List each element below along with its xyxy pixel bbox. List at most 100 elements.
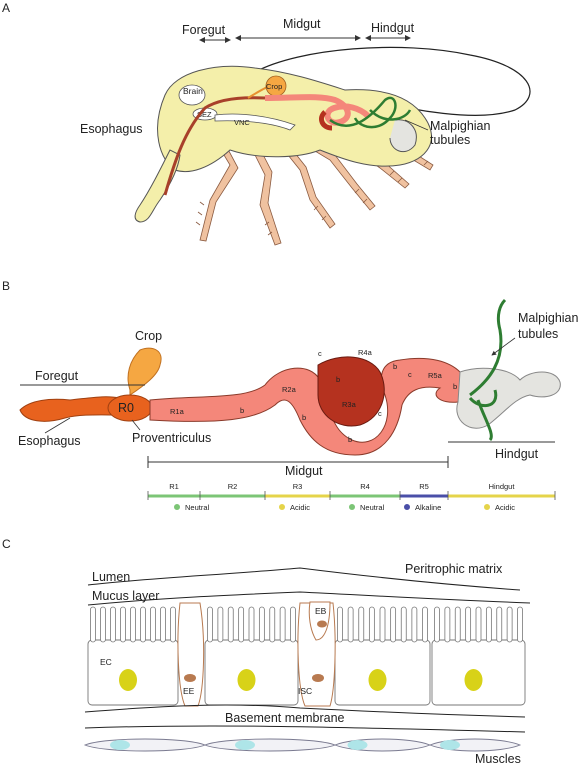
malpighian-pointer-b: [491, 337, 516, 356]
region-label: R3: [293, 482, 303, 491]
seg-b5: b: [393, 362, 397, 371]
microvillus: [379, 606, 386, 643]
hindgut-label-b: Hindgut: [495, 447, 539, 461]
malpighian-tubules-b: [468, 298, 507, 442]
microvillus: [337, 606, 343, 643]
ph-label: Alkaline: [415, 503, 441, 512]
microvillus: [290, 606, 296, 643]
microvillus: [140, 606, 146, 643]
mucus-label: Mucus layer: [92, 589, 159, 603]
microvillus: [100, 606, 106, 643]
panel-a-label: A: [2, 1, 10, 15]
esophagus-label-a: Esophagus: [80, 122, 143, 136]
foregut-b: [19, 396, 121, 422]
region-label: R1: [169, 482, 179, 491]
microvillus: [150, 606, 156, 643]
seg-r1a: R1a: [170, 407, 185, 416]
ec-nucleus: [368, 669, 387, 691]
muscle-nucleus: [440, 740, 460, 750]
lumen-label: Lumen: [92, 570, 130, 584]
basement-label: Basement membrane: [225, 711, 345, 725]
seg-b2: b: [302, 413, 306, 422]
microvillus: [160, 606, 166, 643]
esophagus-label-b: Esophagus: [18, 434, 81, 448]
midgut-label-a: Midgut: [283, 17, 321, 31]
eb-label: EB: [315, 606, 327, 616]
eb-nucleus: [317, 620, 327, 628]
ec-nucleus: [237, 669, 256, 691]
ph-label: Acidic: [495, 503, 515, 512]
mucus-layer: [87, 591, 531, 606]
vnc-label: VNC: [234, 118, 250, 127]
midgut-label-b: Midgut: [285, 464, 323, 478]
microvillus: [517, 606, 523, 643]
isc-label: ISC: [298, 686, 312, 696]
fly-body: [157, 65, 432, 173]
foregut-label-a: Foregut: [182, 23, 226, 37]
panel-b-label: B: [2, 279, 10, 293]
epithelium: [87, 601, 526, 707]
brain-label: Brain: [183, 86, 203, 96]
microvillus: [496, 606, 503, 643]
panel-c-label: C: [2, 537, 11, 551]
microvillus: [411, 606, 418, 643]
region-label: R4: [360, 482, 370, 491]
seg-c3: c: [408, 370, 412, 379]
seg-r5a: R5a: [428, 371, 443, 380]
muscle-fiber: [83, 738, 207, 752]
microvillus: [506, 606, 513, 643]
foregut-label-b: Foregut: [35, 369, 79, 383]
esophagus-tube: [163, 96, 266, 196]
hindgut-a: [389, 119, 417, 153]
seg-r2a: R2a: [282, 385, 297, 394]
seg-r3a: R3a: [342, 400, 357, 409]
microvillus: [217, 606, 224, 643]
seg-b6: b: [453, 382, 457, 391]
proventriculus-pointer: [131, 419, 141, 431]
hindgut-label-a: Hindgut: [371, 21, 415, 35]
muscle-fiber: [203, 738, 337, 752]
microvillus: [390, 606, 397, 643]
malpighian-label-a1: Malpighian: [430, 119, 491, 133]
microvillus: [400, 606, 407, 643]
muscle-nucleus: [347, 740, 368, 750]
microvillus: [238, 606, 245, 643]
microvillus: [227, 606, 234, 643]
muscles-label: Muscles: [475, 752, 521, 765]
microvillus: [170, 606, 176, 643]
seg-r4a: R4a: [358, 348, 373, 357]
microvillus: [454, 606, 461, 643]
microvillus: [434, 606, 440, 643]
proboscis: [134, 149, 181, 223]
sez-label: SEZ: [197, 110, 212, 119]
microvillus: [279, 606, 286, 643]
midgut-dark-a: [319, 110, 333, 131]
vnc: [214, 113, 296, 131]
esophagus-pointer-b: [44, 417, 71, 434]
r3-region: [317, 356, 385, 427]
malpighian-label-a2: tubules: [430, 133, 470, 147]
ph-label: Acidic: [290, 503, 310, 512]
microvillus: [207, 606, 213, 643]
ph-dot: [174, 504, 180, 510]
microvillus: [368, 606, 375, 643]
microvillus: [465, 606, 472, 643]
microvillus: [347, 606, 354, 643]
ee-cell: [177, 602, 205, 707]
seg-c2: c: [378, 409, 382, 418]
leg-hairs: [195, 153, 429, 236]
ec-label: EC: [100, 657, 112, 667]
seg-b1: b: [240, 406, 244, 415]
microvillus: [120, 606, 126, 643]
microvillus: [110, 606, 116, 643]
microvillus: [475, 606, 482, 643]
malpighian-tubules-a: [329, 96, 412, 129]
basement-membrane: [84, 725, 526, 733]
malpighian-pointer-a: [404, 119, 429, 131]
microvillus: [90, 606, 96, 643]
proventriculus-label: Proventriculus: [132, 431, 211, 445]
microvillus: [269, 606, 276, 643]
isc-nucleus: [312, 674, 324, 682]
